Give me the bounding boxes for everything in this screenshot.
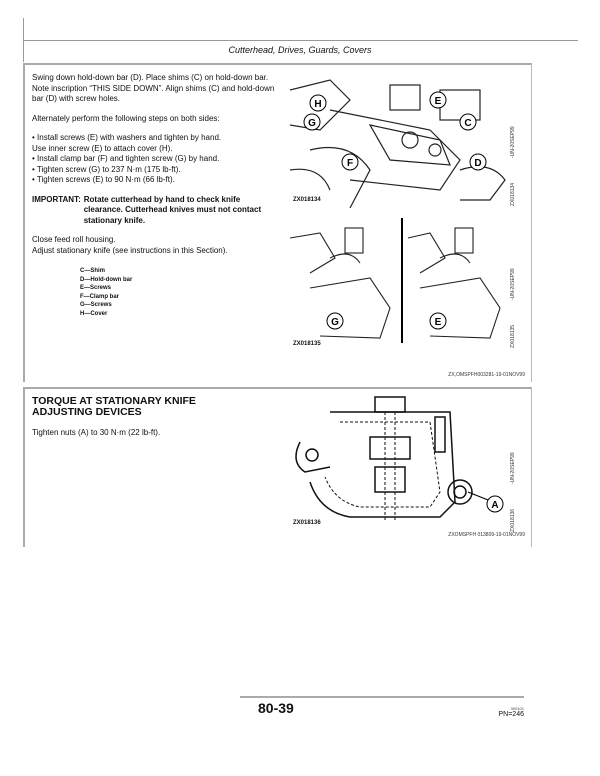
- figure-side-code: ZX018135: [510, 324, 516, 348]
- paragraph: Alternately perform the following steps …: [32, 113, 220, 123]
- legend-item: G—Screws: [80, 302, 112, 309]
- important-label: IMPORTANT:: [32, 194, 81, 204]
- header-rule: [23, 40, 578, 41]
- figure-id: ZX018136: [293, 520, 321, 526]
- callout-E: E: [435, 317, 442, 328]
- section2-text: TORQUE AT STATIONARY KNIFE ADJUSTING DEV…: [32, 396, 252, 439]
- callout-C: C: [464, 118, 471, 129]
- figure-side-code: ZX018136: [510, 508, 516, 532]
- figure-id: ZX018135: [293, 341, 321, 347]
- callout-F: F: [347, 158, 353, 169]
- legend-item: D—Hold-down bar: [80, 276, 133, 283]
- pn-number: PN=246: [498, 711, 525, 718]
- paragraph: Close feed roll housing.: [32, 235, 116, 244]
- knife-adjusting-illustration: A: [295, 396, 504, 522]
- figure-knife-adjusting-device: A ZX018136 ZX018136 -UN-20SEP99: [290, 392, 523, 538]
- paragraph: Adjust stationary knife (see instruction…: [32, 245, 228, 255]
- step: Use inner screw (E) to attach cover (H).: [32, 143, 173, 153]
- footer-rule: [240, 696, 524, 698]
- step: • Install clamp bar (F) and tighten scre…: [32, 154, 220, 163]
- step: • Tighten screw (G) to 237 N·m (175 lb-f…: [32, 164, 181, 174]
- section1-text: Swing down hold-down bar (D). Place shim…: [32, 73, 280, 319]
- callout-E: E: [435, 96, 442, 107]
- callout-G: G: [331, 317, 339, 328]
- legend-item: C—Shim: [80, 268, 106, 274]
- figure-caption: ZX,OMSPFH003281-19-01NOV99: [448, 372, 525, 378]
- figure-side-date: -UN-20SEP99: [510, 452, 516, 484]
- paragraph: Tighten nuts (A) to 30 N·m (22 lb-ft).: [32, 428, 161, 437]
- section-hold-down-bar: [23, 63, 532, 382]
- important-note: IMPORTANT: Rotate cutterhead by hand to …: [32, 195, 280, 227]
- legend-item: E—Screws: [80, 285, 112, 292]
- important-text: Rotate cutterhead by hand to check knife…: [83, 194, 262, 225]
- figure-side-date: -UN-20SEP99: [510, 268, 516, 300]
- legend: C—Shim D—Hold-down bar E—Screws F—Clamp …: [80, 267, 280, 319]
- figure-id: ZX018134: [293, 197, 321, 203]
- figure-caption: ZXOMSPFH 013809-19-01NOV99: [448, 532, 525, 538]
- legend-item: F—Clamp bar: [80, 293, 120, 300]
- paragraph: Swing down hold-down bar (D). Place shim…: [32, 73, 275, 103]
- screw-detail-illustration: G E: [289, 218, 501, 343]
- callout-H: H: [314, 99, 321, 110]
- figure-side-code: ZX018134: [510, 182, 516, 206]
- section-torque-stationary-knife: [23, 387, 532, 547]
- section-title: TORQUE AT STATIONARY KNIFE ADJUSTING DEV…: [32, 395, 196, 418]
- figure-hold-down-bar: H E G C F D ZX018134 ZX018134 -UN-20SEP9…: [289, 70, 523, 209]
- callout-A: A: [491, 500, 498, 511]
- date-code: 300101: [510, 706, 524, 711]
- figure-screw-detail: G E ZX018135 ZX018135 -UN-20SEP99: [289, 218, 523, 350]
- legend-item: H—Cover: [80, 310, 108, 317]
- figure-side-date: -UN-20SEP99: [510, 126, 516, 158]
- callout-G: G: [308, 118, 316, 129]
- step: • Tighten screws (E) to 90 N·m (66 lb-ft…: [32, 175, 175, 184]
- callout-D: D: [474, 158, 481, 169]
- step: • Install screws (E) with washers and ti…: [32, 133, 222, 142]
- page-header: Cutterhead, Drives, Guards, Covers: [228, 45, 372, 55]
- hold-down-bar-illustration: H E G C F D: [289, 79, 506, 209]
- page-number: 80-39: [258, 700, 294, 716]
